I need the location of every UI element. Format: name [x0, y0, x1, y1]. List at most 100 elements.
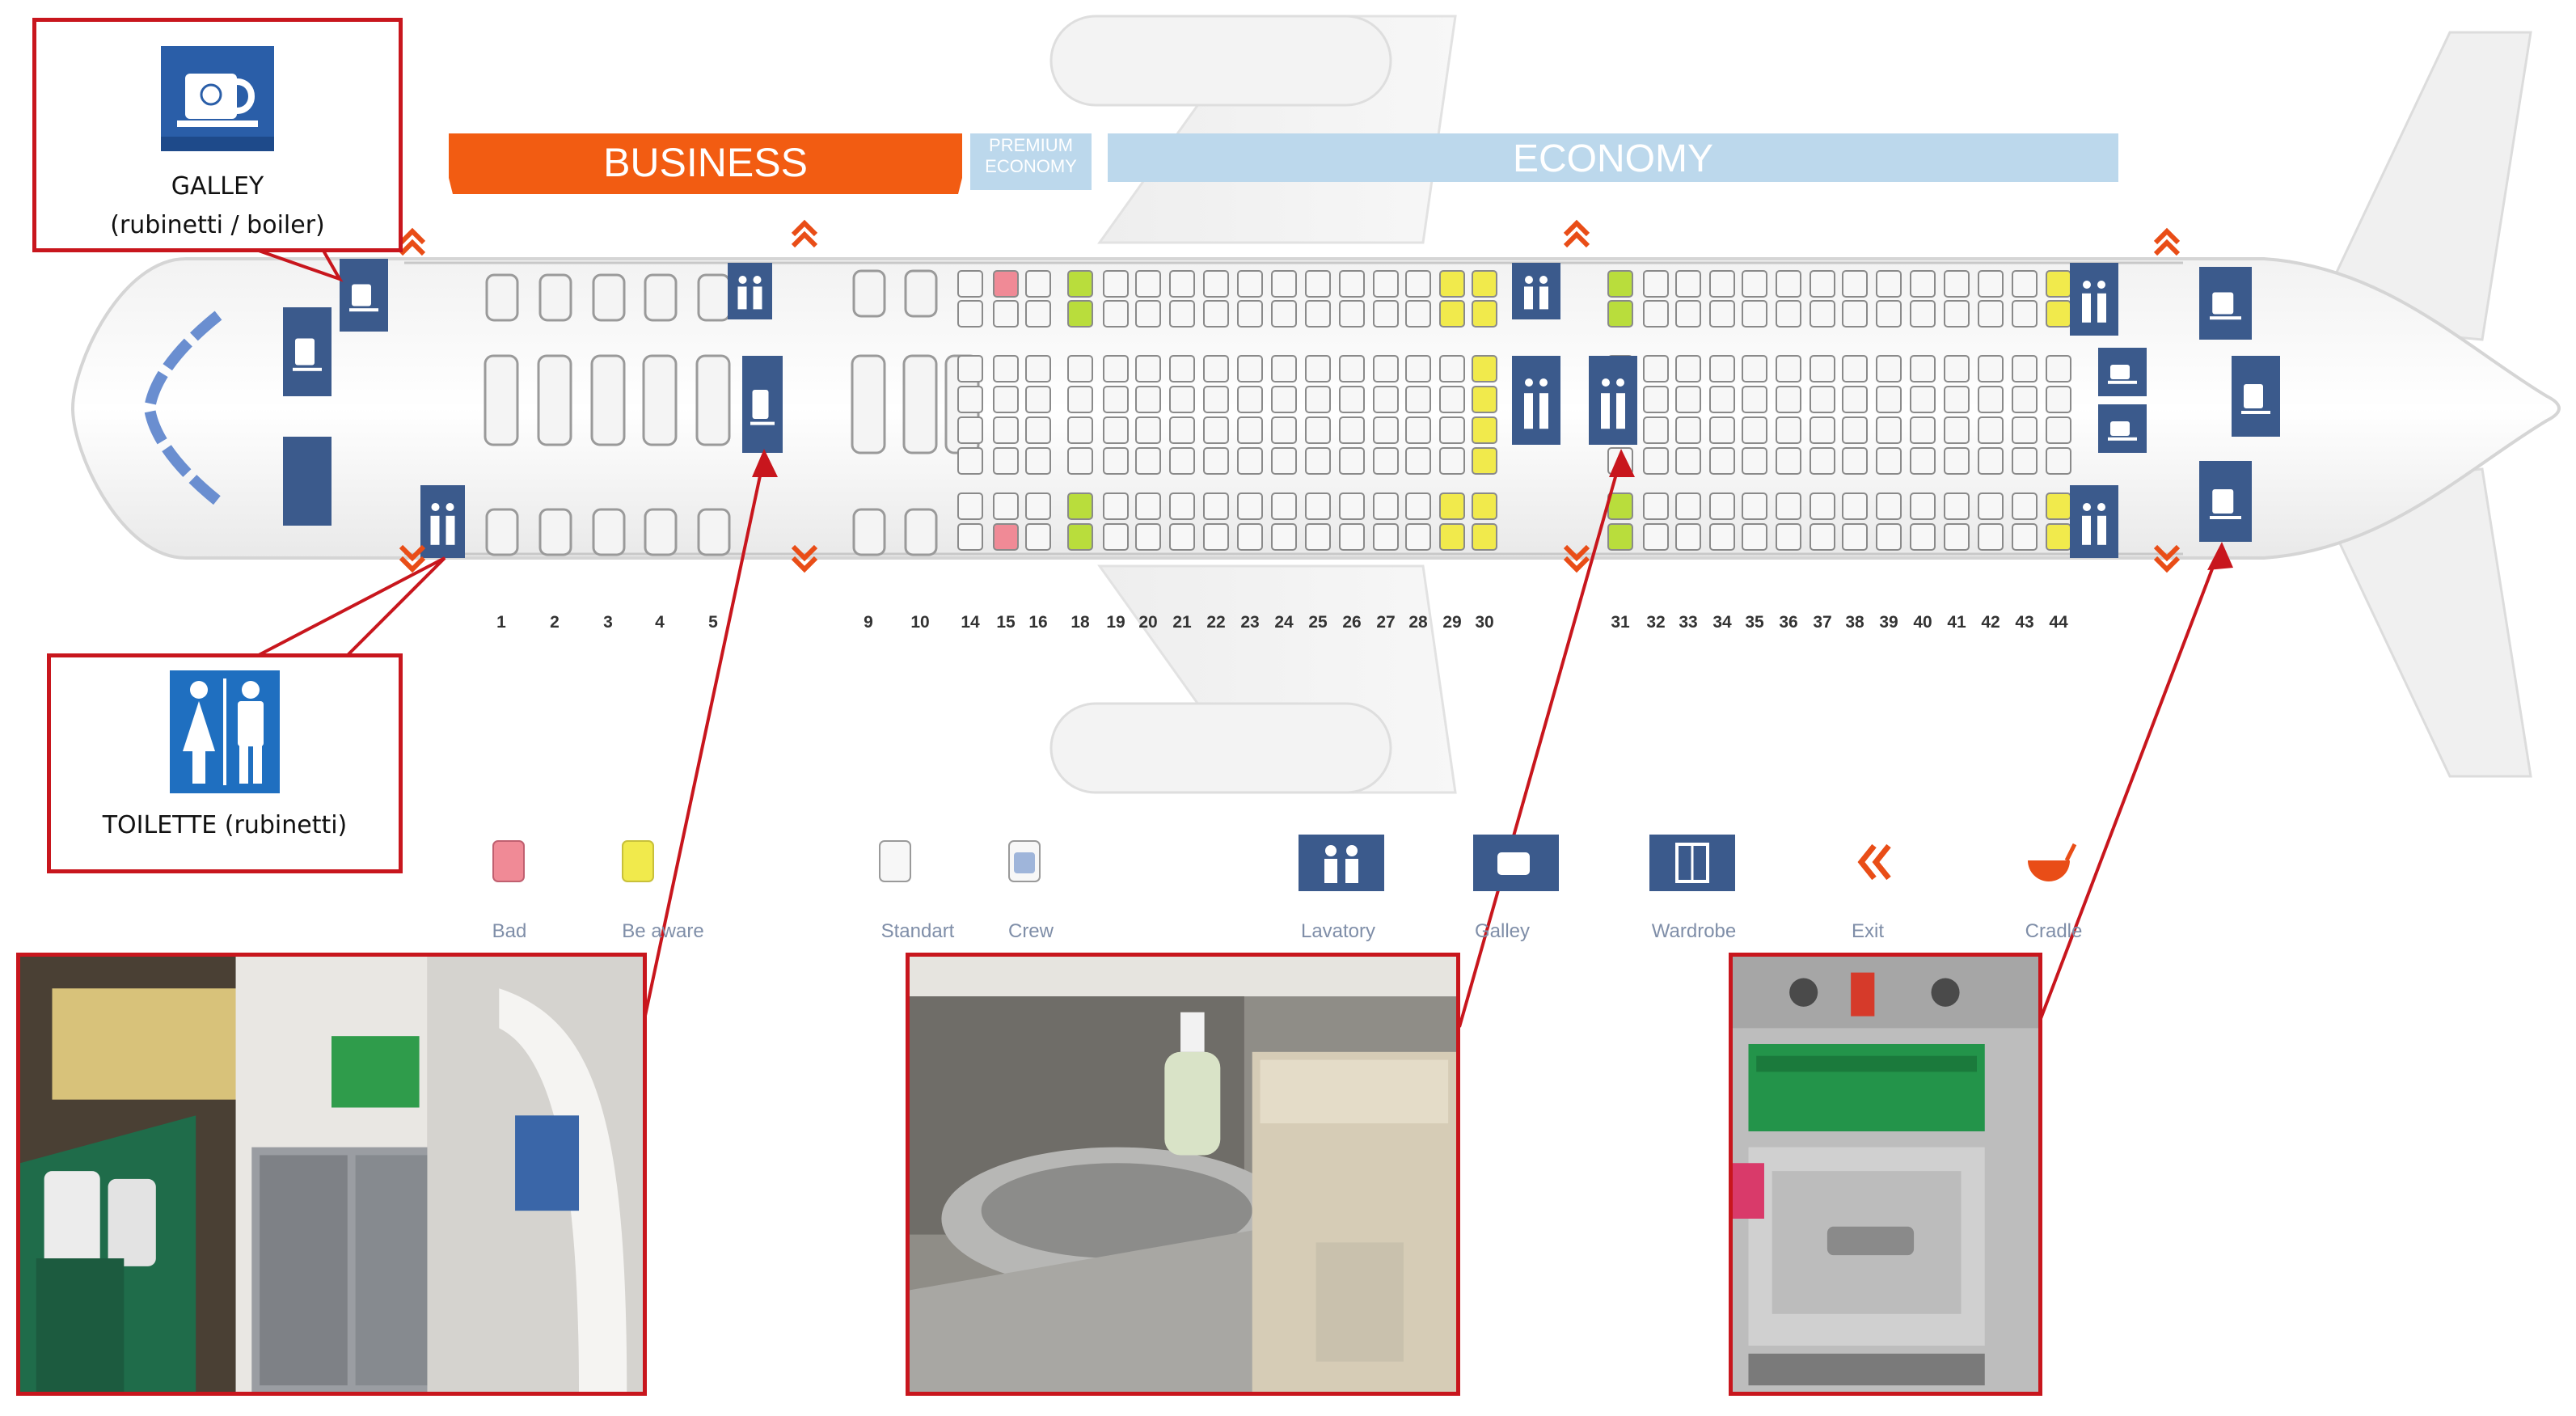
economy-seat	[1025, 270, 1051, 298]
business-seat	[590, 354, 626, 446]
economy-seat	[1271, 386, 1297, 413]
legend-lavatory-figure	[1346, 845, 1358, 856]
galley-icon	[742, 356, 783, 453]
economy-seat	[1169, 447, 1195, 475]
economy-seat	[1876, 523, 1902, 551]
row-number: 5	[708, 613, 718, 632]
exit-arrow	[2153, 227, 2181, 256]
economy-seat	[1339, 270, 1365, 298]
economy-seat	[1237, 355, 1263, 383]
economy-seat	[1305, 355, 1331, 383]
economy-seat	[2046, 386, 2071, 413]
economy-seat	[1810, 300, 1835, 328]
legend-exit-icon	[1872, 843, 1891, 881]
economy-seat	[1305, 447, 1331, 475]
economy-seat	[1472, 355, 1497, 383]
economy-seat	[1472, 447, 1497, 475]
economy-seat	[1842, 386, 1868, 413]
row-number: 42	[1981, 613, 2000, 632]
economy-seat	[1103, 523, 1129, 551]
exit-arrow	[2153, 544, 2181, 573]
economy-seat	[1103, 270, 1129, 298]
economy-seat	[957, 416, 983, 444]
economy-seat	[1643, 492, 1669, 520]
row-number: 9	[864, 613, 873, 632]
economy-seat	[1305, 523, 1331, 551]
economy-seat	[1135, 492, 1161, 520]
economy-seat	[1675, 386, 1701, 413]
legend-lavatory-label: Lavatory	[1300, 920, 1376, 942]
economy-seat	[993, 447, 1019, 475]
business-seat	[852, 269, 886, 318]
cockpit-windows	[143, 311, 222, 506]
legend-cradle-icon	[2064, 843, 2077, 862]
economy-seat	[1709, 355, 1735, 383]
row-number: 44	[2049, 613, 2068, 632]
row-number: 3	[603, 613, 613, 632]
photo-lavatory-sink	[906, 953, 1460, 1396]
economy-seat	[1271, 270, 1297, 298]
economy-seat	[1439, 270, 1465, 298]
legend-lavatory-figure	[1345, 859, 1358, 883]
business-seat	[642, 354, 678, 446]
economy-header	[1108, 133, 2118, 182]
economy-seat	[1675, 355, 1701, 383]
row-number: 38	[1845, 613, 1864, 632]
photo3-connector	[2036, 549, 2221, 1028]
economy-seat	[1025, 416, 1051, 444]
economy-seat	[1472, 386, 1497, 413]
row-number: 34	[1712, 613, 1732, 632]
economy-seat	[1237, 386, 1263, 413]
economy-seat	[1910, 386, 1936, 413]
economy-seat	[1203, 386, 1229, 413]
economy-seat	[1842, 355, 1868, 383]
economy-seat	[1910, 447, 1936, 475]
galley-callout-pointer	[258, 249, 344, 282]
business-seat	[592, 508, 626, 556]
galley-callout: GALLEY (rubinetti / boiler)	[32, 18, 403, 252]
row-number: 2	[550, 613, 560, 632]
economy-seat	[1339, 386, 1365, 413]
economy-seat	[1103, 416, 1129, 444]
economy-seat	[1237, 447, 1263, 475]
economy-seat	[993, 492, 1019, 520]
upper-engine	[1049, 15, 1392, 107]
legend-lavatory-figure	[1325, 845, 1337, 856]
economy-seat	[1237, 270, 1263, 298]
business-seat	[538, 508, 572, 556]
row-number: 4	[655, 613, 665, 632]
exit-arrow	[399, 227, 426, 256]
economy-seat	[1643, 300, 1669, 328]
economy-seat	[1742, 416, 1767, 444]
economy-seat	[1643, 355, 1669, 383]
economy-seat	[1135, 416, 1161, 444]
economy-seat	[1978, 355, 2004, 383]
economy-seat	[993, 386, 1019, 413]
economy-seat	[1135, 386, 1161, 413]
economy-seat	[1067, 300, 1093, 328]
lavatory-icon	[1512, 263, 1560, 319]
galley-icon	[161, 46, 274, 151]
economy-seat	[1135, 523, 1161, 551]
economy-seat	[1169, 416, 1195, 444]
economy-seat	[1709, 270, 1735, 298]
economy-seat	[1978, 447, 2004, 475]
economy-seat	[1405, 492, 1431, 520]
economy-seat	[1876, 300, 1902, 328]
economy-seat	[1203, 523, 1229, 551]
galley-icon	[2199, 461, 2252, 542]
economy-seat	[1944, 447, 1970, 475]
economy-seat	[1876, 447, 1902, 475]
legend-exit-icon	[1857, 843, 1877, 881]
economy-seat	[1776, 492, 1801, 520]
economy-seat	[1339, 492, 1365, 520]
legend-be-aware-label: Be aware	[622, 920, 704, 942]
economy-seat	[1675, 300, 1701, 328]
economy-seat	[1607, 492, 1633, 520]
economy-seat	[2046, 355, 2071, 383]
lavatory-icon	[420, 485, 465, 558]
economy-seat	[1169, 492, 1195, 520]
business-seat	[485, 508, 519, 556]
economy-seat	[1305, 386, 1331, 413]
